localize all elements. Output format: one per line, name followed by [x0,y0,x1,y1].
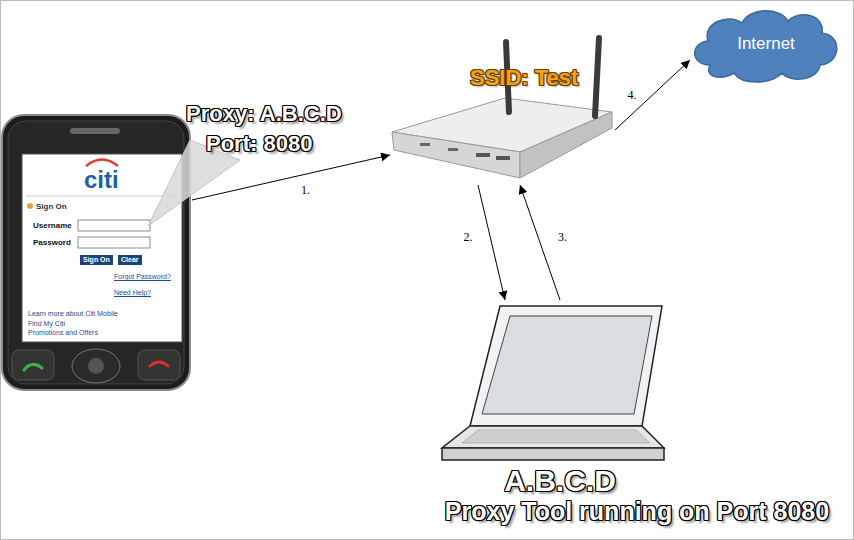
callout-bubble: Proxy: A.B.C.D Port: 8080 [186,102,344,156]
phone-screen [22,154,182,342]
laptop-illustration [442,306,664,460]
callout-number: 4. [626,89,639,103]
host-caption: Proxy Tool running on Port 8080 [445,498,829,526]
internet-cloud: Internet [690,5,842,85]
laptop-display [482,316,652,414]
cloud-label: Internet [737,34,795,54]
cloud-outline [695,11,837,82]
phone-body [2,115,190,390]
callout-text: Port: 8080 [206,132,312,156]
button-label: Sign On [83,255,110,265]
phone-earpiece [70,128,120,134]
logo-arc [86,160,118,167]
callout-number: 3. [556,231,569,245]
connector-arrow [478,185,505,300]
sign-on-icon [27,203,33,209]
antenna [595,38,599,116]
phone-illustration [2,115,190,390]
router-front [392,132,520,178]
laptop-base [442,426,664,448]
end-key [138,350,180,380]
divider [26,196,178,197]
input-field [78,220,150,231]
laptop-keyboard [462,430,650,443]
link-text: Forgot Password? [114,273,171,281]
connector-arrow [520,185,560,300]
router: SSID: Test [390,60,615,185]
link-text: Find My Citi [28,320,65,328]
router-port [496,156,510,160]
button-label: Clear [121,255,139,265]
callout-text: Proxy: A.B.C.D [186,102,342,126]
laptop: A.B.C.DProxy Tool running on Port 8080 [420,300,850,532]
input-field [78,237,150,248]
nav-key [72,349,120,383]
link-text: Promotions and Offers [28,329,98,337]
button: Clear [118,255,142,265]
router-side [520,112,612,178]
logo-text: citi [84,168,119,192]
end-icon [150,362,168,366]
phone-screen: Sign On Clear citiSign On UsernamePasswordF… [0,112,192,390]
connector-arrow [192,155,390,200]
callout-number: 2. [462,231,475,245]
router-port [476,153,490,157]
button: Sign On [80,255,113,265]
laptop-lid [470,306,662,426]
connector-arrow [615,60,690,130]
call-key [12,350,54,380]
router-illustration [392,38,612,178]
host-address: A.B.C.D [504,464,616,497]
ssid-label: SSID: Test [470,66,578,90]
callout-number: 1. [299,184,312,198]
router-led [448,148,458,151]
phone-bezel [8,121,184,384]
laptop-front [442,448,664,460]
field-label: Password [33,238,71,247]
link-text: Need Help? [114,289,151,297]
call-icon [24,364,42,370]
link-text: Learn more about Citi Mobile [28,310,118,318]
section-heading: Sign On [36,202,67,211]
field-label: Username [33,221,72,230]
nav-center [88,358,104,374]
router-led [420,143,430,146]
